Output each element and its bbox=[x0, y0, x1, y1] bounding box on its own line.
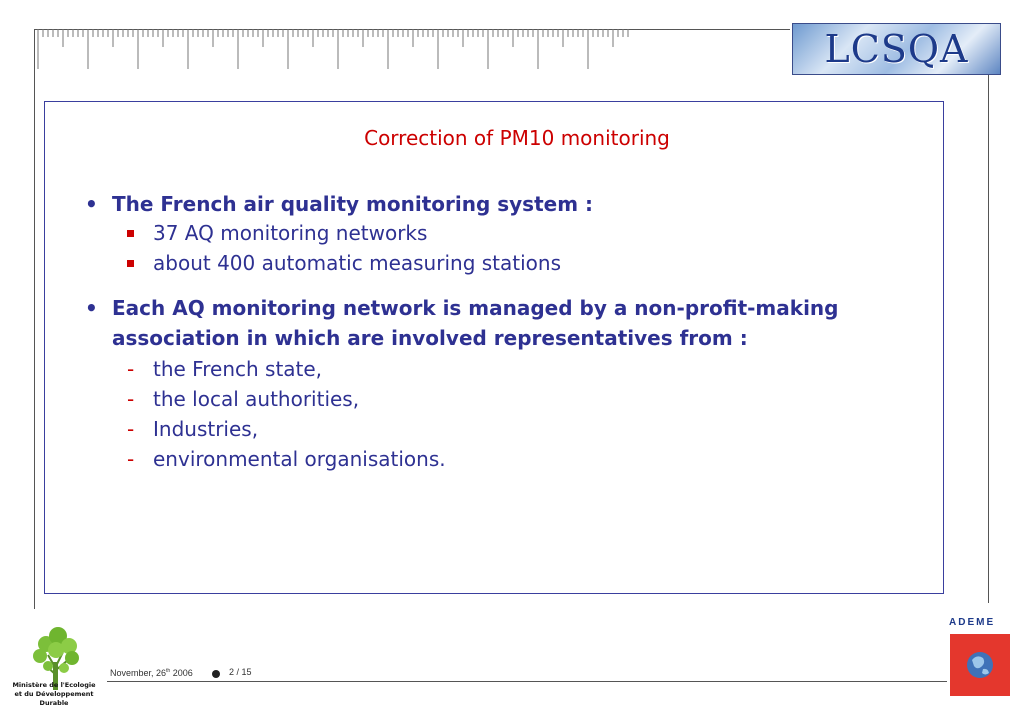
page-number: 2 / 15 bbox=[229, 667, 252, 677]
ruler-decoration bbox=[37, 29, 629, 69]
slide-title: Correction of PM10 monitoring bbox=[364, 126, 670, 150]
bullet-marker: • bbox=[85, 192, 98, 216]
frame-right-line bbox=[988, 73, 989, 603]
sub-item-text: 37 AQ monitoring networks bbox=[153, 221, 428, 245]
frame-top-line bbox=[34, 29, 790, 30]
footer-date: November, 26th 2006 bbox=[110, 668, 193, 678]
bullet-text: The French air quality monitoring system… bbox=[112, 192, 593, 216]
bullet-text: Each AQ monitoring network is managed by… bbox=[112, 296, 839, 350]
sub-item-text: environmental organisations. bbox=[153, 447, 446, 471]
lcsqa-logo: LCSQA bbox=[792, 23, 1001, 75]
footer-separator-dot bbox=[212, 670, 220, 678]
frame-bottom-line bbox=[107, 681, 947, 682]
ministry-line-1: Ministère de l'Ecologie bbox=[12, 681, 96, 689]
square-bullet-icon bbox=[127, 230, 134, 237]
globe-icon bbox=[967, 652, 993, 678]
tree-icon bbox=[33, 627, 79, 690]
sub-item-text: the French state, bbox=[153, 357, 323, 381]
sub-item-text: Industries, bbox=[153, 417, 259, 441]
square-bullet-icon bbox=[127, 260, 134, 267]
frame-left-line bbox=[34, 29, 35, 609]
sub-item-text: about 400 automatic measuring stations bbox=[153, 251, 561, 275]
content-box bbox=[44, 101, 944, 594]
ministry-name: Ministère de l'Ecologie et du Développem… bbox=[0, 681, 108, 708]
ademe-logo bbox=[950, 634, 1010, 696]
bullet-marker: • bbox=[85, 296, 98, 320]
ademe-label: ADEME bbox=[949, 617, 996, 628]
lcsqa-logo-text: LCSQA bbox=[824, 27, 969, 71]
ministry-line-2: et du Développement Durable bbox=[14, 690, 94, 707]
sub-item-text: the local authorities, bbox=[153, 387, 360, 411]
